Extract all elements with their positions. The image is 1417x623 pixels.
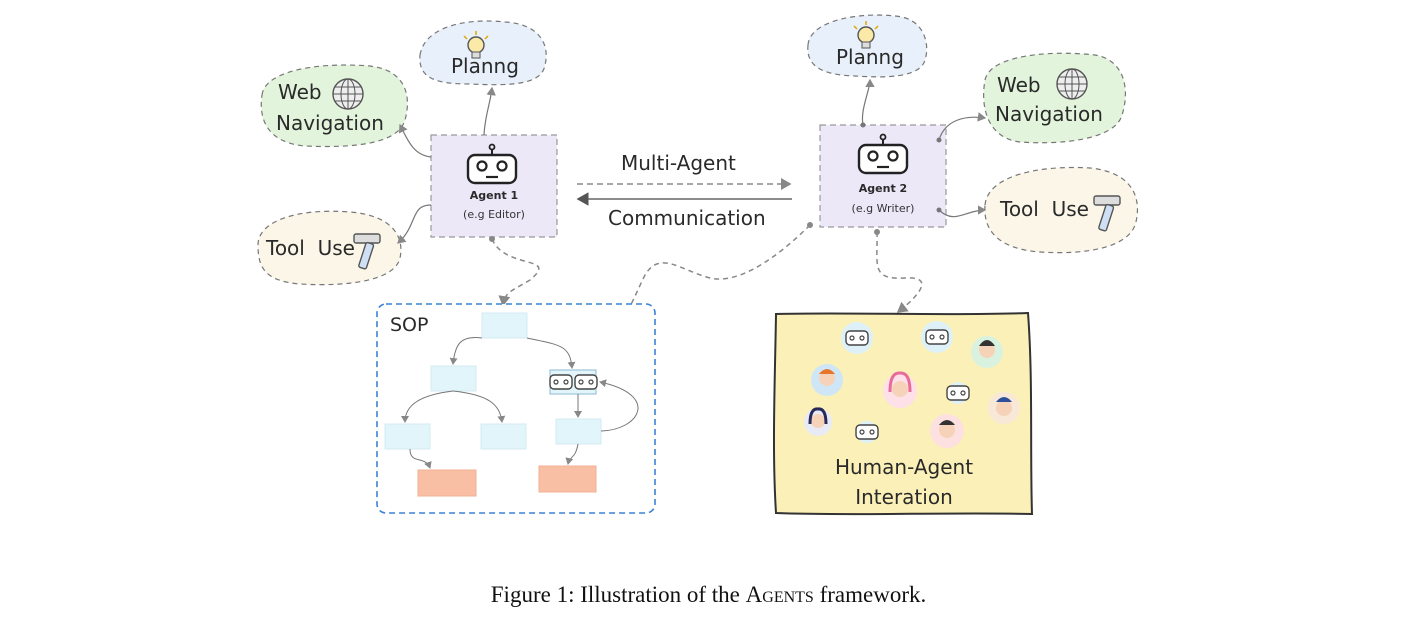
communication-label: Communication xyxy=(608,206,766,230)
tool-use-blob-right xyxy=(984,166,1138,254)
web-label-left: Web xyxy=(278,80,322,104)
web-label-right: Web xyxy=(997,73,1041,97)
multi-agent-label: Multi-Agent xyxy=(621,151,736,175)
web-navigation-blob-left xyxy=(260,64,409,148)
navigation-label-left: Navigation xyxy=(276,111,384,135)
agent-2-subtitle: (e.g Writer) xyxy=(851,202,915,215)
agents-framework-diagram xyxy=(257,14,1138,516)
web-navigation-blob-right xyxy=(983,52,1126,144)
sop-panel xyxy=(376,303,656,514)
tool-use-label-right: Tool Use xyxy=(1000,197,1089,221)
agent-2-title: Agent 2 xyxy=(858,182,908,195)
navigation-label-right: Navigation xyxy=(995,102,1103,126)
agent-1-title: Agent 1 xyxy=(469,189,519,202)
agent-1-subtitle: (e.g Editor) xyxy=(463,208,525,221)
human-agent-panel xyxy=(772,311,1034,516)
planning-label-left: Planng xyxy=(451,54,519,78)
sop-flowchart xyxy=(384,312,639,497)
agent-1-box xyxy=(430,134,558,238)
globe-icon xyxy=(332,78,364,110)
tool-use-label-left: Tool Use xyxy=(266,236,355,260)
human-agent-label-line1: Human-Agent xyxy=(834,455,974,479)
human-agent-label-line2: Interation xyxy=(855,485,953,509)
planning-label-right: Planng xyxy=(836,45,904,69)
human-agent-avatars xyxy=(804,321,1020,448)
caption-framework: Agents xyxy=(745,582,814,607)
planning-blob-left xyxy=(419,20,547,86)
caption-prefix: Figure 1: Illustration of the xyxy=(490,582,746,607)
globe-icon xyxy=(1056,68,1088,100)
sop-title: SOP xyxy=(390,314,429,336)
figure-caption: Figure 1: Illustration of the Agents fra… xyxy=(0,582,1417,608)
caption-suffix: framework. xyxy=(813,582,927,607)
